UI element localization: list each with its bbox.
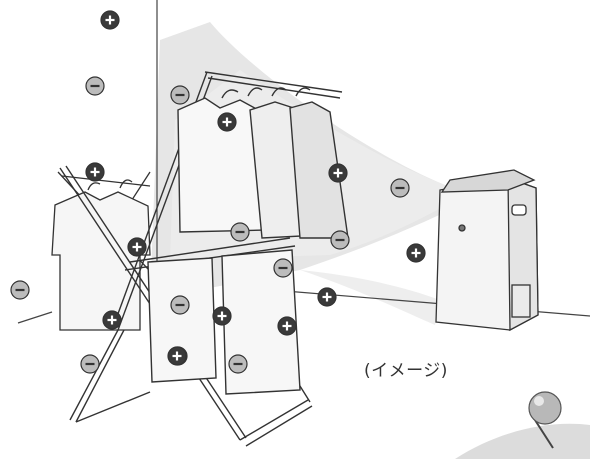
plus-ion-icon — [167, 346, 187, 366]
large-drying-rack — [59, 71, 349, 447]
plus-ion-icon — [127, 237, 147, 257]
minus-ion-icon — [330, 230, 350, 250]
small-drying-rack — [51, 171, 161, 331]
ion-layer — [10, 10, 426, 374]
plus-ion-icon — [406, 243, 426, 263]
plus-ion-icon — [100, 10, 120, 30]
plus-ion-icon — [102, 310, 122, 330]
floor-line-left — [17, 311, 53, 324]
dehumidifier — [435, 169, 539, 332]
plus-ion-icon — [217, 112, 237, 132]
plus-ion-icon — [328, 163, 348, 183]
minus-ion-icon — [170, 85, 190, 105]
airflow-lower — [300, 270, 440, 325]
minus-ion-icon — [230, 222, 250, 242]
minus-ion-icon — [85, 76, 105, 96]
plus-ion-icon — [85, 162, 105, 182]
minus-ion-icon — [80, 354, 100, 374]
floor-corner-shade — [455, 423, 590, 459]
minus-ion-icon — [273, 258, 293, 278]
minus-ion-icon — [390, 178, 410, 198]
plus-ion-icon — [277, 316, 297, 336]
image-caption: (イメージ) — [364, 361, 448, 381]
push-pin-icon — [528, 391, 562, 449]
minus-ion-icon — [170, 295, 190, 315]
plus-ion-icon — [317, 287, 337, 307]
minus-ion-icon — [10, 280, 30, 300]
plus-ion-icon — [212, 306, 232, 326]
minus-ion-icon — [228, 354, 248, 374]
